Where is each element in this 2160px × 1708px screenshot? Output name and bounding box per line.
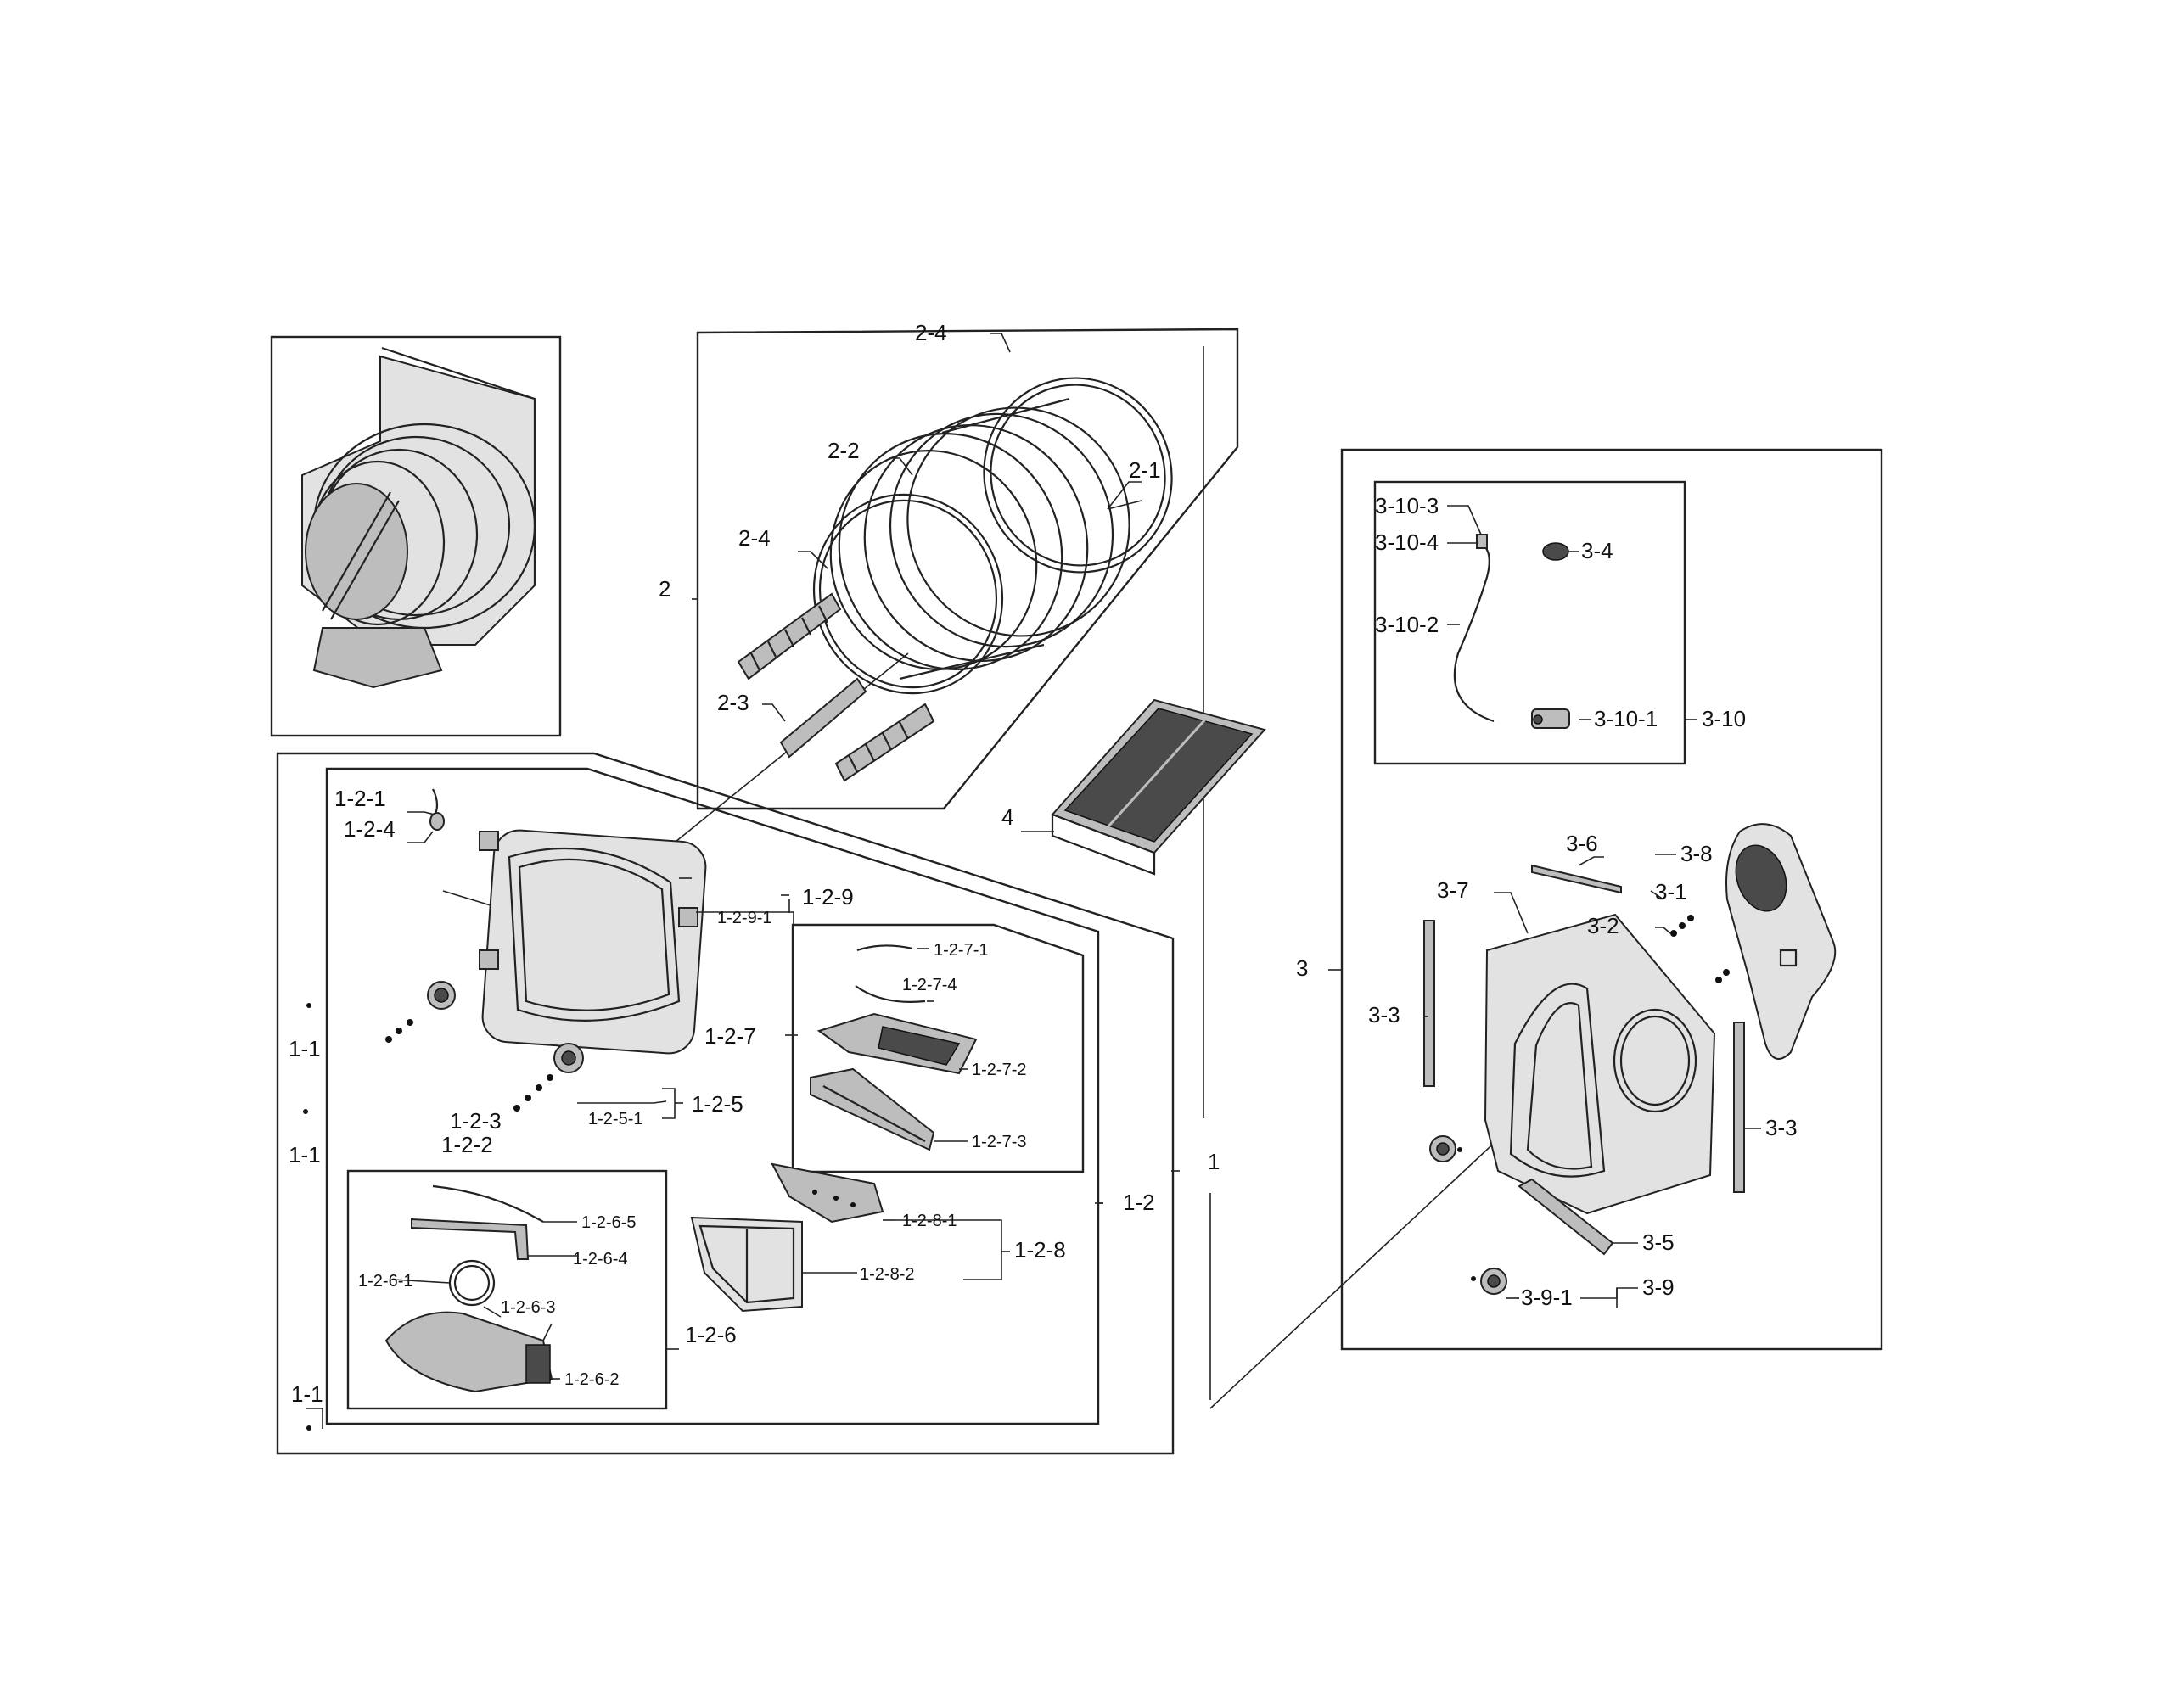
guide-line [661,652,909,854]
callout-1-2-6-4: 1-2-6-4 [573,1250,627,1268]
callout-1-2-5-1: 1-2-5-1 [588,1110,642,1128]
filter-housing-harness [855,985,926,1003]
drum-group-frame [696,328,1239,810]
drum-front-seal-ring [812,493,1004,695]
rear-panel [1484,913,1716,1215]
callout-1: 1 [1208,1149,1220,1174]
callout-1-2-9: 1-2-9 [802,884,854,910]
callout-3-4: 3-4 [1581,538,1613,563]
drum-lifter-top [737,592,842,680]
heater-duct [1725,823,1837,1060]
callout-3-3-right: 3-3 [1765,1115,1798,1140]
assembled-drum-illustration [301,346,536,689]
callout-1-2-1: 1-2-1 [334,786,386,811]
callout-1-2-2: 1-2-2 [441,1132,493,1157]
callout-2-3: 2-3 [717,690,749,715]
callout-3-9: 3-9 [1642,1274,1675,1300]
callout-1-2-9-1: 1-2-9-1 [717,909,771,927]
front-group-frame [276,752,1175,1455]
callout-3-10-2: 3-10-2 [1375,612,1439,637]
fastener-dots [303,1003,553,1431]
rear-group-frame [1340,448,1883,1351]
callout-3-3-left: 3-3 [1368,1002,1400,1028]
callout-1-1-bottom: 1-1 [291,1381,323,1407]
filter-duct [690,1216,803,1313]
rear-roller [1429,1135,1456,1162]
drum-lifter-middle [779,677,867,759]
thermostat [1531,708,1570,729]
callout-4: 4 [1001,804,1013,830]
callout-2-1: 2-1 [1129,457,1161,483]
callout-1-2-6: 1-2-6 [685,1322,737,1347]
duct-seal-strip [432,1184,544,1223]
callout-3-10: 3-10 [1702,706,1746,731]
door-switch [429,788,445,831]
sensor-subgroup [1373,480,1686,765]
rear-strip-right [1733,1022,1745,1193]
front-bearing [427,981,456,1010]
overview-frame [270,335,562,737]
callout-1-2-3: 1-2-3 [450,1108,502,1134]
drum-lifter-bottom [834,703,935,782]
callout-1-2-7-1: 1-2-7-1 [934,941,988,960]
callout-1-1-top: 1-1 [289,1036,321,1061]
callout-3: 3 [1296,955,1308,981]
callout-1-2-4: 1-2-4 [344,816,396,842]
callout-3-10-1: 3-10-1 [1594,706,1658,731]
callout-1-2-6-1: 1-2-6-1 [358,1272,412,1291]
callout-1-2-5: 1-2-5 [692,1091,743,1117]
filter-housing-wire [856,944,913,952]
callout-3-2: 3-2 [1587,913,1619,938]
callout-1-2: 1-2 [1123,1190,1155,1215]
rear-roller-bottom [1480,1268,1507,1295]
callout-2-2: 2-2 [828,438,860,463]
callout-1-2-7-4: 1-2-7-4 [902,976,957,994]
duct-assembly [384,1311,553,1393]
callout-1-2-8-2: 1-2-8-2 [860,1265,914,1284]
callout-1-2-8-1: 1-2-8-1 [902,1212,957,1230]
callout-3-1: 3-1 [1655,879,1687,904]
callout-1-2-7: 1-2-7 [704,1023,756,1049]
callout-1-1-middle: 1-1 [289,1142,321,1168]
rear-bracket-top [1531,864,1622,894]
callout-2-4-left: 2-4 [738,525,771,551]
callout-1-2-7-3: 1-2-7-3 [972,1133,1026,1151]
callout-2-4-top: 2-4 [915,320,947,345]
rear-bearing-cap [1542,542,1569,561]
filter-housing-subgroup [791,923,1085,1173]
filter-housing [816,1012,978,1075]
callout-1-2-8: 1-2-8 [1014,1237,1066,1263]
callout-1-2-6-5: 1-2-6-5 [581,1213,636,1232]
rear-fastener-dots [1457,915,1730,1281]
callout-3-5: 3-5 [1642,1229,1675,1255]
callout-2: 2 [659,576,670,602]
front-frame [479,829,707,1055]
front-roller [553,1043,584,1073]
callout-1-2-7-2: 1-2-7-2 [972,1061,1026,1079]
thermistor-wire [1453,534,1495,723]
callout-3-10-3: 3-10-3 [1375,493,1439,518]
callout-3-6: 3-6 [1566,831,1598,856]
callout-3-7: 3-7 [1437,877,1469,903]
callout-1-2-6-3: 1-2-6-3 [501,1298,555,1317]
callout-3-9-1: 3-9-1 [1521,1285,1573,1310]
callout-1-2-6-2: 1-2-6-2 [564,1370,619,1389]
filter-housing-cover [810,1067,935,1151]
filter-duct-cover [771,1162,884,1224]
duct-gasket-strip [411,1218,530,1260]
duct-ring-seal [448,1259,496,1307]
duct-subgroup [346,1169,668,1410]
front-frame-subgroup [325,767,1100,1425]
callout-3-10-4: 3-10-4 [1375,529,1439,555]
callout-3-8: 3-8 [1680,841,1713,866]
lint-filter [1051,698,1266,876]
drum [829,397,1130,680]
rear-strip-left [1423,920,1435,1087]
